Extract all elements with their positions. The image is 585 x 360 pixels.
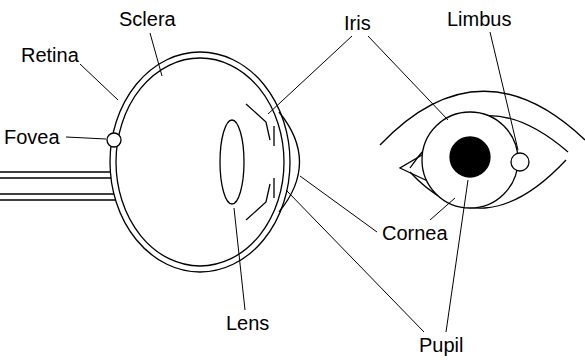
leader-line bbox=[368, 36, 448, 120]
leader-lines bbox=[66, 32, 518, 332]
part-label: Sclera bbox=[118, 8, 177, 30]
sclera-outline bbox=[110, 52, 290, 272]
leader-line bbox=[446, 180, 468, 332]
cornea-outline bbox=[279, 112, 300, 212]
retina-outline bbox=[116, 58, 284, 266]
part-label: Pupil bbox=[418, 334, 464, 356]
leader-line bbox=[286, 190, 424, 332]
leader-line bbox=[66, 137, 106, 139]
limbus-mark bbox=[511, 153, 529, 171]
part-label: Fovea bbox=[3, 126, 61, 148]
fovea-mark bbox=[107, 133, 121, 147]
pupil-disc bbox=[450, 137, 490, 177]
leader-line bbox=[234, 208, 245, 310]
part-label: Lens bbox=[225, 312, 270, 334]
leader-line bbox=[268, 36, 352, 114]
part-label: Limbus bbox=[446, 8, 512, 30]
part-label: Iris bbox=[343, 12, 372, 34]
leader-line bbox=[80, 64, 118, 100]
lens-outline bbox=[220, 120, 244, 204]
iris-ciliary bbox=[246, 104, 270, 220]
leader-line bbox=[300, 176, 377, 232]
iris-edge bbox=[273, 126, 274, 198]
part-label: Retina bbox=[20, 44, 80, 66]
leader-line bbox=[490, 32, 518, 150]
iris-circle bbox=[422, 112, 518, 208]
leader-line bbox=[430, 198, 455, 220]
part-label: Cornea bbox=[381, 222, 449, 244]
leader-line bbox=[150, 33, 162, 76]
optic-nerve bbox=[0, 172, 119, 200]
